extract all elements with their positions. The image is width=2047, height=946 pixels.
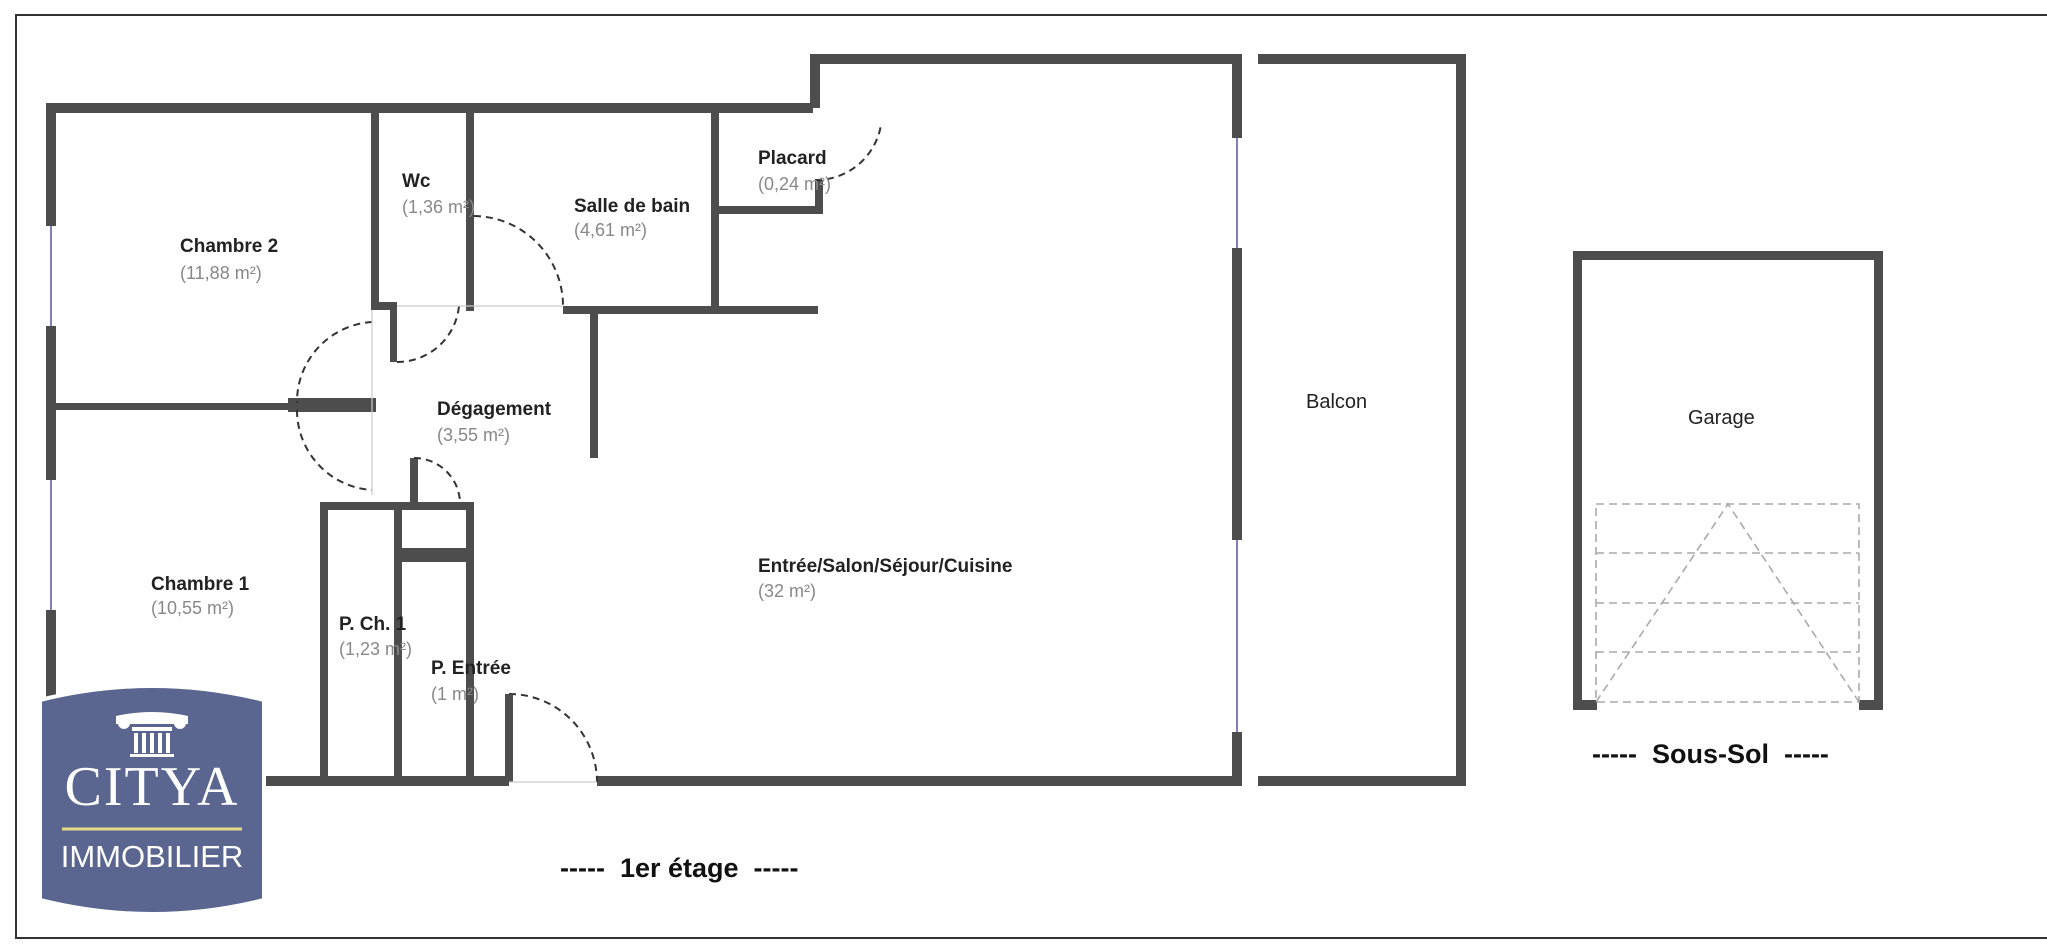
room-name-chambre1: Chambre 1	[151, 574, 250, 595]
walls	[46, 54, 1883, 786]
room-area-p-entree: (1 m²)	[431, 684, 479, 704]
room-name-balcon: Balcon	[1306, 391, 1367, 413]
caption-basement: ----- Sous-Sol -----	[1592, 739, 1829, 769]
room-area-degagement: (3,55 m²)	[437, 425, 510, 445]
room-name-garage: Garage	[1688, 407, 1755, 429]
caption-first-floor: ----- 1er étage -----	[560, 853, 799, 883]
room-area-chambre2: (11,88 m²)	[180, 263, 262, 283]
frame	[15, 14, 2047, 939]
room-area-wc: (1,36 m²)	[402, 197, 475, 217]
windows	[50, 138, 1238, 732]
logo-brand: CITYA	[65, 756, 240, 818]
room-name-chambre2: Chambre 2	[180, 236, 278, 257]
room-area-placard: (0,24 m²)	[758, 174, 831, 194]
garage-ramp	[1595, 502, 1860, 703]
room-name-degagement: Dégagement	[437, 399, 552, 420]
room-area-chambre1: (10,55 m²)	[151, 598, 234, 618]
room-name-p-ch1: P. Ch. 1	[339, 614, 407, 635]
logo-subtitle: IMMOBILIER	[61, 839, 244, 874]
room-name-salle-de-bain: Salle de bain	[574, 196, 690, 217]
column-icon	[116, 712, 188, 757]
thresholds	[371, 305, 597, 783]
room-name-placard: Placard	[758, 148, 827, 169]
door-swings	[295, 124, 882, 783]
citya-logo: CITYA IMMOBILIER	[38, 684, 266, 916]
room-area-p-ch1: (1,23 m²)	[339, 639, 412, 659]
room-name-sejour: Entrée/Salon/Séjour/Cuisine	[758, 556, 1012, 577]
room-name-wc: Wc	[402, 171, 431, 192]
logo-badge	[38, 684, 266, 916]
room-area-sejour: (32 m²)	[758, 581, 816, 601]
room-name-p-entree: P. Entrée	[431, 658, 511, 679]
room-area-salle-de-bain: (4,61 m²)	[574, 220, 647, 240]
